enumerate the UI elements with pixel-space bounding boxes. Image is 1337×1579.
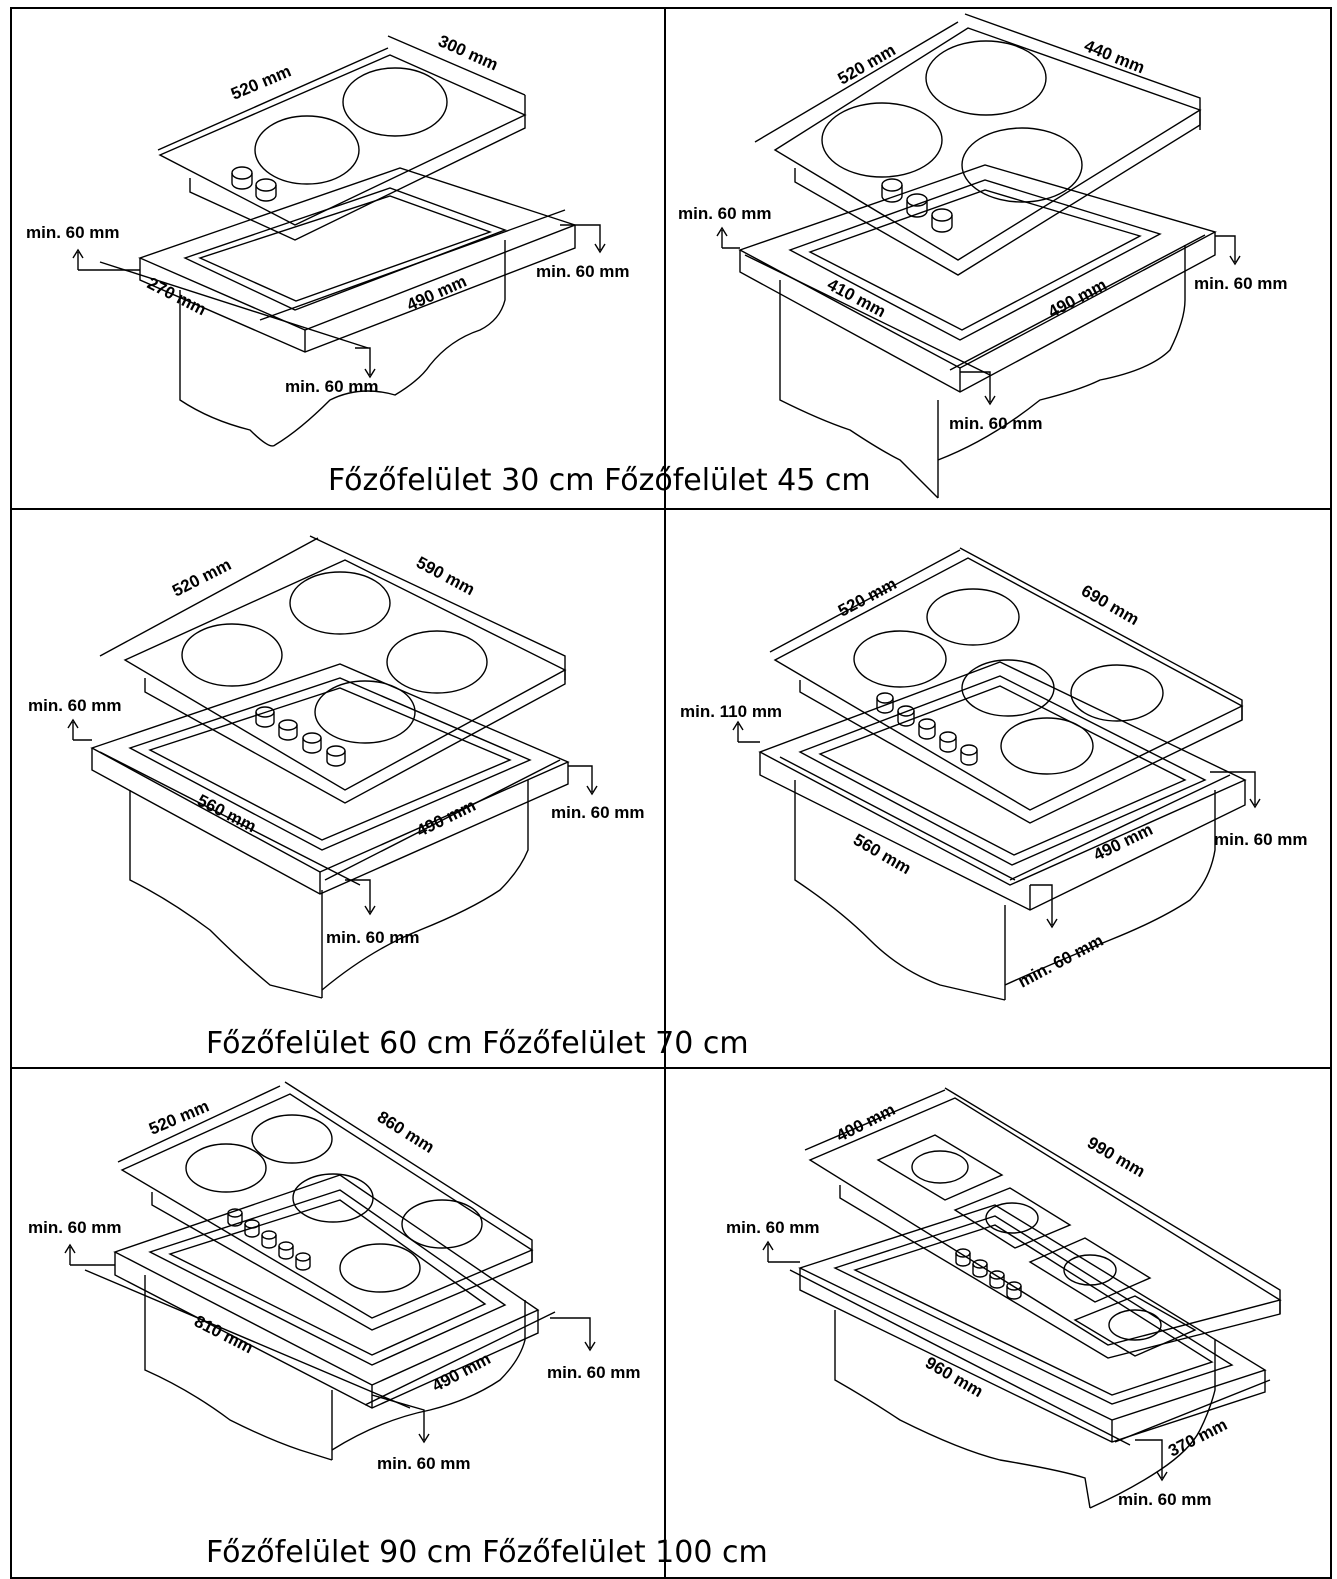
dim-cutout-front: 560 mm (850, 830, 914, 878)
cooktop-installation-icon (732, 547, 1261, 1001)
cooktop-installation-icon (762, 1087, 1282, 1509)
dim-clearance-front: min. 60 mm (1118, 1490, 1212, 1509)
dim-clearance-front: min. 60 mm (377, 1454, 471, 1473)
dim-cutout-depth: 490 mm (1045, 275, 1110, 322)
cooktop-installation-icon (67, 535, 598, 999)
dim-cutout-front: 960 mm (922, 1353, 986, 1401)
hob-45-diagram: 520 mm 440 mm min. 60 mm min. 60 mm 410 … (678, 13, 1288, 499)
dim-clearance-left: min. 60 mm (26, 223, 120, 242)
dim-top-left: 520 mm (228, 61, 294, 103)
cooktop-installation-icon (716, 13, 1241, 499)
dim-clearance-left: min. 60 mm (28, 696, 122, 715)
dim-cutout-front: 560 mm (194, 791, 259, 837)
dim-clearance-front: min. 60 mm (285, 377, 379, 396)
dim-cutout-front: 810 mm (191, 1312, 256, 1358)
row-caption: Főzőfelület 30 cm Főzőfelület 45 cm (328, 463, 871, 498)
dim-clearance-left: min. 60 mm (678, 204, 772, 223)
hob-60-diagram: 520 mm 590 mm min. 60 mm min. 60 mm 560 … (28, 535, 645, 999)
hob-30-diagram: 520 mm 300 mm min. 60 mm min. 60 mm 270 … (26, 31, 630, 447)
row-caption: Főzőfelület 90 cm Főzőfelület 100 cm (206, 1535, 768, 1570)
dim-top-left: 520 mm (835, 574, 900, 621)
dim-top-left: 520 mm (835, 40, 899, 88)
cooktop-installation-icon (72, 35, 606, 447)
hob-100-diagram: 400 mm 990 mm min. 60 mm 960 mm 370 mm m… (726, 1087, 1282, 1509)
dim-clearance-right: min. 60 mm (547, 1363, 641, 1382)
dim-top-left: 400 mm (833, 1100, 898, 1146)
dim-clearance-right: min. 60 mm (536, 262, 630, 281)
dim-clearance-left: min. 110 mm (680, 702, 782, 721)
dim-top-left: 520 mm (146, 1096, 212, 1138)
dim-clearance-left: min. 60 mm (726, 1218, 820, 1237)
row-caption: Főzőfelület 60 cm Főzőfelület 70 cm (206, 1026, 749, 1061)
dim-clearance-right: min. 60 mm (1194, 274, 1288, 293)
dim-top-right: 990 mm (1084, 1133, 1148, 1181)
dim-top-right: 860 mm (374, 1107, 438, 1157)
dim-top-right: 590 mm (413, 553, 478, 600)
cooktop-installation-icon (64, 1081, 596, 1461)
dim-cutout-depth: 490 mm (429, 1349, 494, 1396)
dim-clearance-right: min. 60 mm (551, 803, 645, 822)
dim-clearance-left: min. 60 mm (28, 1218, 122, 1237)
dim-top-left: 520 mm (169, 555, 234, 601)
dim-cutout-depth: 490 mm (413, 796, 478, 841)
dim-cutout-depth: 490 mm (404, 272, 470, 315)
dim-cutout-front: 270 mm (144, 274, 209, 320)
hob-70-diagram: 520 mm 690 mm min. 110 mm min. 60 mm 560… (680, 547, 1308, 1001)
dim-clearance-front: min. 60 mm (326, 928, 420, 947)
dim-clearance-front: min. 60 mm (949, 414, 1043, 433)
panel-grid (10, 7, 1332, 1579)
dim-top-right: 300 mm (435, 31, 501, 74)
dim-clearance-front: min. 60 mm (1015, 931, 1107, 992)
hob-90-diagram: 520 mm 860 mm min. 60 mm min. 60 mm 810 … (28, 1081, 641, 1473)
dim-clearance-right: min. 60 mm (1214, 830, 1308, 849)
